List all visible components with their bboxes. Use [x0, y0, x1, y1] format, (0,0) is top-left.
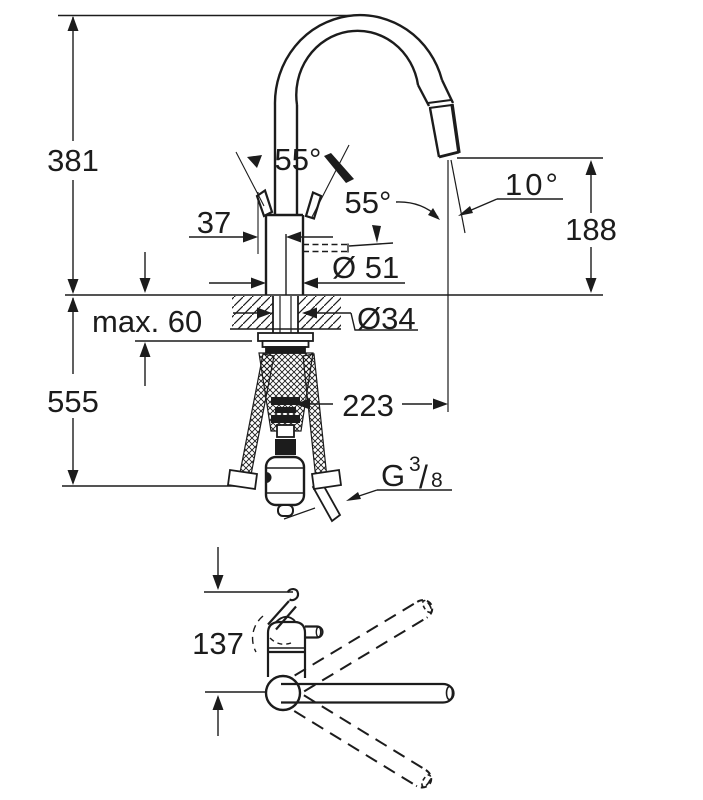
swivel-position-upper	[294, 599, 434, 693]
hidden-outlet	[303, 242, 394, 253]
dim-total-height-label: 381	[47, 143, 99, 178]
dim-below-deck-depth-label: 555	[47, 384, 99, 419]
spray-head-edge	[450, 103, 461, 154]
top-view-body	[251, 587, 455, 712]
dim-spout-outlet-height-label: 188	[565, 212, 617, 247]
spray-head-tip	[438, 150, 460, 159]
dim-spout-reach-label: 223	[342, 388, 394, 423]
swivel-position-lower	[293, 694, 433, 789]
handle-levers	[255, 188, 323, 220]
dim-mounting-hole-diameter-label: Ø34	[357, 301, 416, 336]
thread-g-label: G	[381, 458, 405, 493]
base-circle	[264, 674, 302, 712]
dim-handle-projection-label: 137	[192, 626, 244, 661]
thread-slash-label: /	[419, 459, 428, 495]
braided-section	[258, 352, 314, 432]
thread-denominator-label: 8	[431, 469, 443, 492]
hose-weight	[264, 455, 306, 517]
spout-arc-inner	[295, 29, 420, 106]
dimension-labels: 381 555 max. 60 37 55° 55° 10° 188 Ø 51 …	[47, 142, 617, 661]
spray-hose-end	[226, 468, 343, 523]
hose-fitting-left	[226, 468, 259, 491]
top-view	[204, 547, 455, 789]
thread-size-label: G 3 / 8	[381, 453, 443, 495]
dim-handle-offset-label: 37	[197, 205, 231, 240]
dim-body-diameter-label: Ø 51	[332, 250, 399, 285]
front-view	[58, 13, 603, 523]
hose-fitting-right	[310, 468, 343, 491]
supply-hose-right	[302, 353, 328, 481]
dim-max-counter-thickness-label: max. 60	[92, 304, 202, 339]
spout-arc-outer	[273, 13, 444, 106]
faucet-outline	[264, 13, 461, 295]
reference-lines	[58, 14, 603, 487]
dim-outlet-tilt-angle-label: 10°	[505, 167, 561, 202]
lever-right	[304, 190, 323, 220]
lever-left	[255, 188, 274, 218]
thread-numerator-label: 3	[409, 453, 421, 476]
pullout-hose-stack	[271, 397, 300, 455]
tilted-axis-line	[450, 159, 466, 234]
lever-knob	[286, 587, 300, 602]
mounting-hardware	[257, 296, 314, 354]
dimension-lines	[67, 16, 597, 501]
top-view-dimension	[204, 547, 293, 736]
weight-notch	[266, 472, 272, 483]
dim-handle-swing-angle-label: 55°	[275, 142, 322, 177]
dim-spout-swivel-angle-label: 55°	[345, 185, 392, 220]
